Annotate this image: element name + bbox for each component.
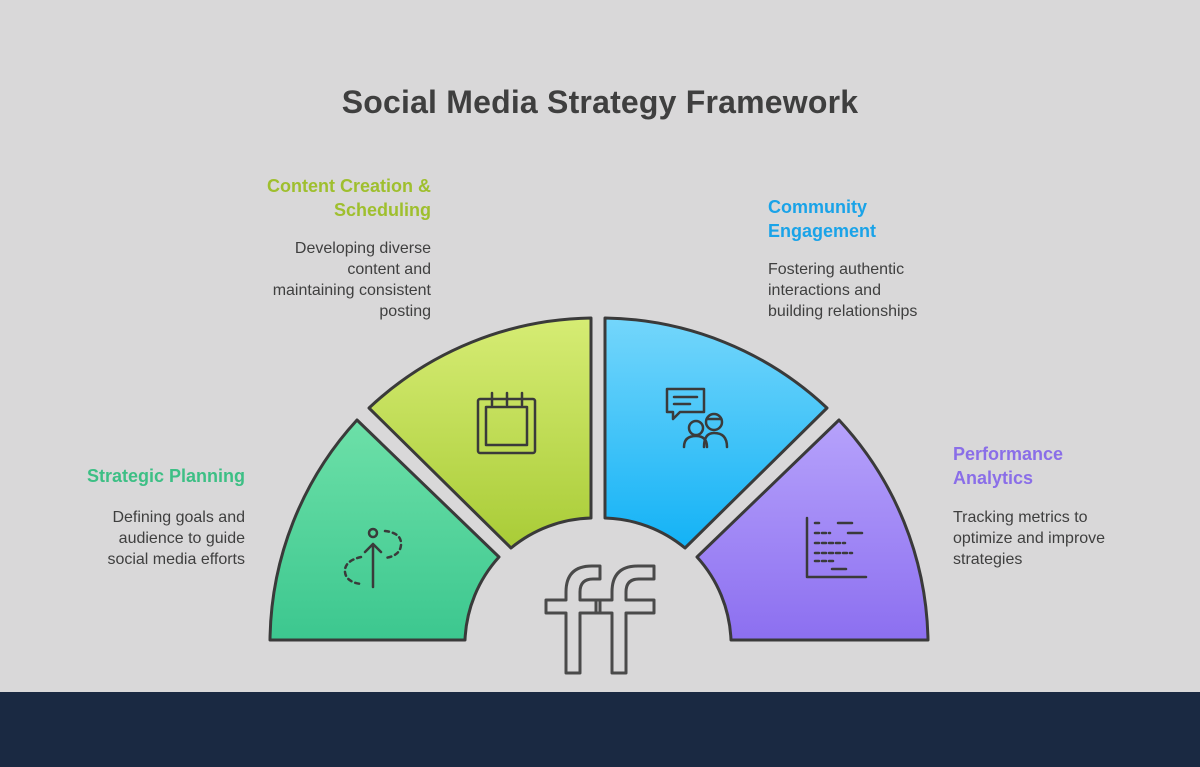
description-line: Developing diverse: [294, 240, 431, 257]
description-line: building relationships: [768, 303, 918, 320]
page-title: Social Media Strategy Framework: [341, 84, 859, 120]
segment-performance-analytics: [695, 418, 930, 642]
content-creation-description: Developing diverse content and maintaini…: [200, 238, 431, 322]
content-creation-label: Content Creation & Scheduling: [200, 174, 431, 222]
description-line: strategies: [953, 551, 1023, 568]
description-line: Defining goals and: [112, 509, 245, 526]
description-line: audience to guide: [118, 530, 245, 547]
label-line: Community: [768, 197, 867, 217]
community-engagement-label: Community Engagement: [768, 195, 988, 243]
description-line: posting: [379, 303, 431, 320]
label-line: Content Creation &: [267, 176, 431, 196]
description-line: maintaining consistent: [272, 282, 431, 299]
description-line: content and: [347, 261, 431, 278]
performance-analytics-label: Performance Analytics: [953, 442, 1153, 490]
description-line: optimize and improve: [953, 530, 1106, 547]
label-line: Performance: [953, 444, 1064, 464]
community-engagement-description: Fostering authentic interactions and bui…: [768, 259, 988, 322]
description-line: interactions and: [768, 282, 881, 299]
ff-logo-icon: [544, 564, 656, 675]
description-line: social media efforts: [107, 551, 245, 568]
goal-arrow-icon: [343, 527, 403, 589]
strategic-planning-description: Defining goals and audience to guide soc…: [40, 507, 245, 570]
description-line: Fostering authentic: [768, 261, 905, 278]
description-line: Tracking metrics to: [953, 509, 1088, 526]
footer-bar: [0, 692, 1200, 767]
label-line: Analytics: [953, 468, 1034, 488]
calendar-icon: [476, 391, 537, 455]
bar-chart-icon: [805, 516, 868, 579]
segment-content-creation: [367, 316, 593, 550]
label-line: Engagement: [768, 221, 877, 241]
people-chat-icon: [665, 387, 729, 449]
performance-analytics-description: Tracking metrics to optimize and improve…: [953, 507, 1153, 570]
label-line: Scheduling: [333, 200, 431, 220]
strategic-planning-label: Strategic Planning: [86, 466, 245, 486]
